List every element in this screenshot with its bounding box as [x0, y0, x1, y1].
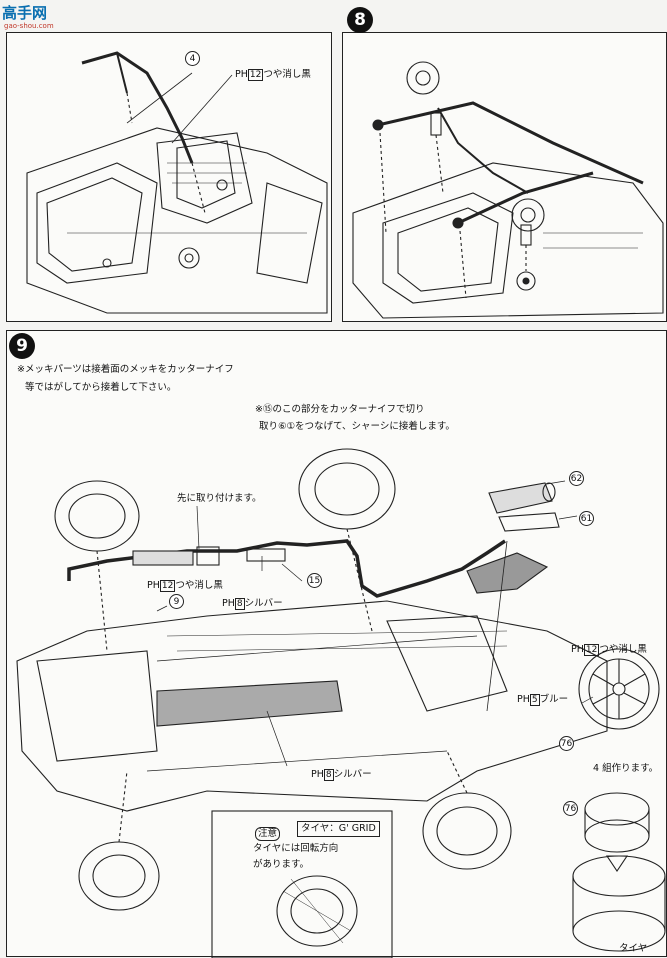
paint-code-box: 12: [247, 69, 264, 81]
plating-note-line1: ※メッキパーツは接着面のメッキをカッターナイフ: [17, 364, 234, 375]
part-number-4: 4: [185, 51, 200, 66]
tire-label: タイヤ: [619, 943, 648, 954]
paint-prefix: PH: [311, 769, 324, 780]
watermark-url: gao-shou.com: [4, 22, 54, 30]
paint-name: シルバー: [333, 769, 372, 780]
attach-first-label: 先に取り付けます。: [177, 493, 262, 504]
paint-prefix: PH: [235, 69, 248, 80]
caution-label: 注意: [255, 827, 281, 841]
part-number-15: 15: [307, 573, 322, 588]
paint-prefix: PH: [517, 694, 530, 705]
paint-name: つや消し黒: [175, 580, 223, 591]
part-number-62: 62: [569, 471, 584, 486]
tire-type-box: タイヤ：G' GRID: [297, 821, 380, 837]
watermark-logo: 高手网: [2, 4, 48, 22]
step-number-9: 9: [9, 333, 35, 359]
paint-name: つや消し黒: [599, 644, 647, 655]
step-panel-top-right: 8: [342, 7, 667, 322]
chassis-assembly-drawing: [16, 448, 666, 958]
paint-code-box: 8: [234, 598, 245, 610]
paint-prefix: PH: [571, 644, 584, 655]
paint-prefix: PH: [147, 580, 160, 591]
plating-note-line2: 等ではがしてから接着して下さい。: [25, 382, 177, 393]
suspension-drawing: [352, 61, 664, 319]
step-panel-bottom: 9 ※メッキパーツは接着面のメッキをカッターナイフ 等ではがしてから接着して下さ…: [6, 330, 667, 958]
paint-code-box: 12: [159, 580, 176, 592]
chassis-drawing-top-left: [26, 51, 328, 314]
part-number-76-b: 76: [563, 801, 578, 816]
paint-name: ブルー: [539, 694, 569, 705]
make-four-sets-label: 4 組作ります。: [593, 763, 659, 774]
cut-note-line2: 取り⑥①をつなげて、シャーシに接着します。: [259, 421, 455, 432]
cut-note-line1: ※⑮のこの部分をカッターナイフで切り: [255, 404, 425, 415]
tire-direction-note2: があります。: [253, 859, 310, 870]
part-number-61: 61: [579, 511, 594, 526]
paint-code-box: 5: [529, 694, 540, 706]
tire-direction-note1: タイヤには回転方向: [253, 843, 339, 854]
paint-code-box: 8: [323, 769, 334, 781]
paint-name: つや消し黒: [263, 69, 311, 80]
part-number-9: 9: [169, 594, 184, 609]
paint-code-box: 12: [583, 644, 600, 656]
step-number-8: 8: [347, 7, 373, 33]
paint-name: シルバー: [244, 598, 283, 609]
paint-prefix: PH: [222, 598, 235, 609]
part-number-76-a: 76: [559, 736, 574, 751]
